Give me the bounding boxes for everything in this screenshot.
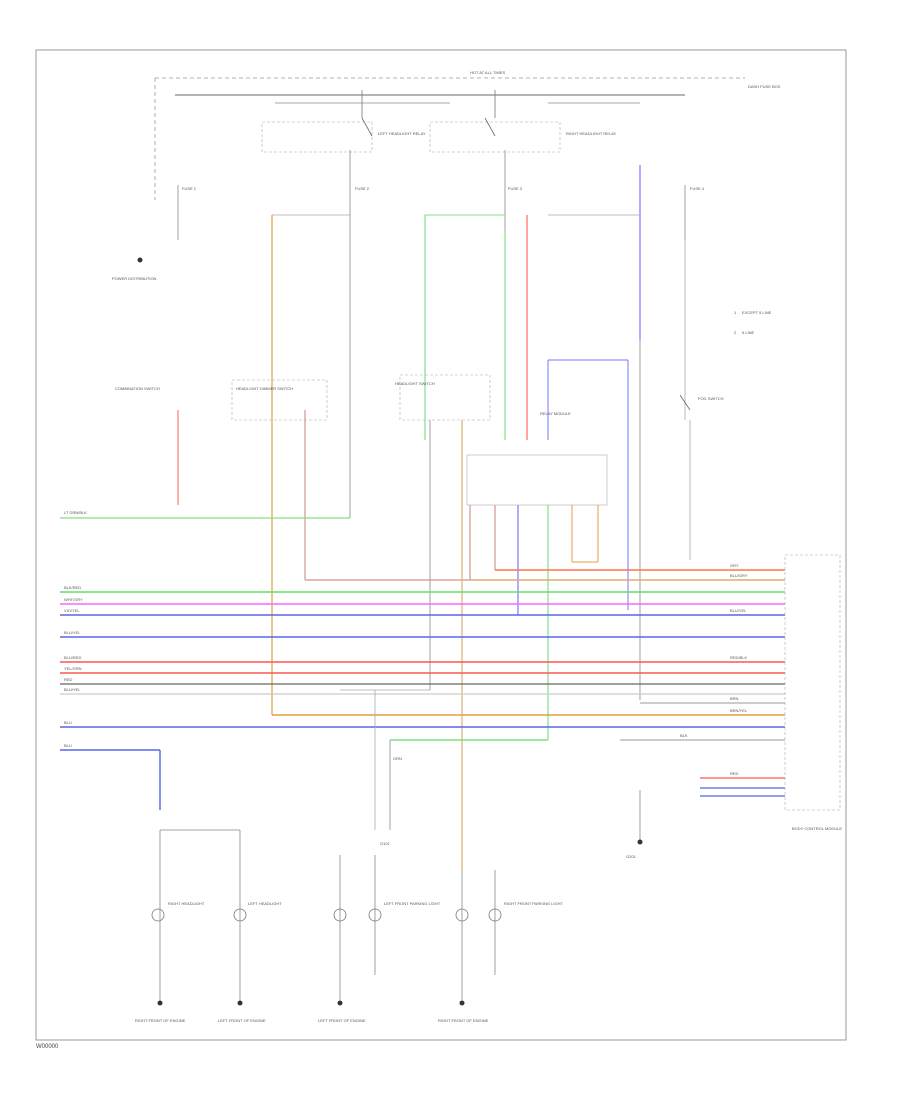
wire-label-w1: LT GRN/BLK xyxy=(64,510,87,515)
wire-label-w15: BRN xyxy=(730,696,739,701)
fuse-4-label: FUSE 4 xyxy=(690,186,705,191)
wire-label-w20: GRN xyxy=(393,756,402,761)
wire-label-w6: BLU/RED xyxy=(64,655,81,660)
right-relay-contact xyxy=(484,117,496,137)
lamp-4b-symbol xyxy=(488,908,502,922)
right-relay-label: RIGHT HEADLIGHT RELAY xyxy=(566,131,617,136)
ground-4-label: RIGHT FRONT OF ENGINE xyxy=(438,1018,489,1023)
power-distribution-label: POWER DISTRIBUTION xyxy=(112,276,157,281)
ground-1-label: RIGHT FRONT OF ENGINE xyxy=(135,1018,186,1023)
dimmer-switch-label: HEADLIGHT DIMMER SWITCH xyxy=(236,386,293,391)
wire-label-w12: BLU/YEL xyxy=(730,608,747,613)
ground-2-label: LEFT FRONT OF ENGINE xyxy=(218,1018,266,1023)
left-relay-label: LEFT HEADLIGHT RELAY xyxy=(378,131,426,136)
lamp-2-symbol xyxy=(233,908,247,922)
legend-2-number: 2 xyxy=(734,330,737,335)
fuse-box-label: DASH FUSE BOX xyxy=(748,84,781,89)
wire-label-w13: BLU xyxy=(64,720,72,725)
left-relay-box xyxy=(261,121,373,153)
fuse-2-label: FUSE 2 xyxy=(355,186,370,191)
fuse-3-label: FUSE 3 xyxy=(508,186,523,191)
ground-3-symbol xyxy=(337,1000,343,1006)
ground-4-symbol xyxy=(459,1000,465,1006)
wire-label-w18: BLU xyxy=(64,743,72,748)
ground-1-symbol xyxy=(157,1000,163,1006)
left-relay-contact xyxy=(361,117,373,137)
lamp-3-label: LEFT FRONT PARKING LIGHT xyxy=(384,901,441,906)
legend-1-text: EXCEPT 5 LINE xyxy=(742,310,772,315)
lamp-3b-symbol xyxy=(368,908,382,922)
legend-1-number: 1 xyxy=(734,310,737,315)
wire-label-w10: GRY xyxy=(730,563,739,568)
right-connector-label: BODY CONTROL MODULE xyxy=(792,826,842,831)
fuse-1-label: FUSE 1 xyxy=(182,186,197,191)
wire-label-w4: VIO/YEL xyxy=(64,608,80,613)
wire-label-w14: RED/BLK xyxy=(730,655,747,660)
relay-module-box xyxy=(466,454,608,506)
fog-switch-label: FOG SWITCH xyxy=(698,396,724,401)
diagram-border xyxy=(35,49,847,1041)
dimmer-switch-box xyxy=(231,379,328,421)
wire-label-w5: BLU/YEL xyxy=(64,630,81,635)
diagram-code: W00000 xyxy=(36,1044,59,1050)
combination-switch-label: COMBINATION SWITCH xyxy=(115,386,160,391)
wire-label-w19: BLK xyxy=(680,733,688,738)
headlight-switch-label: HEADLIGHT SWITCH xyxy=(395,381,435,386)
wire-label-w11: BLU/GRY xyxy=(730,573,748,578)
wire-label-w7: YEL/GRN xyxy=(64,666,82,671)
lamp-2-label: LEFT HEADLIGHT xyxy=(248,901,282,906)
right-connector-box xyxy=(784,554,841,811)
wire-label-w17: RED xyxy=(730,771,739,776)
ground-right-label: G201 xyxy=(626,854,637,859)
ground-left-symbol xyxy=(137,257,143,263)
wire-label-w2: BLK/RED xyxy=(64,585,81,590)
relay-module-label: RELAY MODULE xyxy=(540,411,571,416)
top-bus-label: HOT AT ALL TIMES xyxy=(470,70,505,75)
wire-label-w9: BLU/YEL xyxy=(64,687,81,692)
fog-switch-contact xyxy=(679,394,691,411)
wire-label-w3: WHT/GRY xyxy=(64,597,83,602)
lamp-1-label: RIGHT HEADLIGHT xyxy=(168,901,205,906)
right-relay-box xyxy=(429,121,561,153)
ground-2-symbol xyxy=(237,1000,243,1006)
lamp-4a-symbol xyxy=(455,908,469,922)
ground-right-symbol xyxy=(637,839,643,845)
lamp-3a-symbol xyxy=(333,908,347,922)
lamp-1-symbol xyxy=(151,908,165,922)
wire-label-w16: BRN/YEL xyxy=(730,708,748,713)
ground-3-label: LEFT FRONT OF ENGINE xyxy=(318,1018,366,1023)
legend-2-text: 5 LINE xyxy=(742,330,755,335)
wire-label-w8: RED xyxy=(64,677,73,682)
ground-bottom-label: G101 xyxy=(380,841,391,846)
headlight-switch-box xyxy=(399,374,491,421)
lamp-4-label: RIGHT FRONT PARKING LIGHT xyxy=(504,901,563,906)
